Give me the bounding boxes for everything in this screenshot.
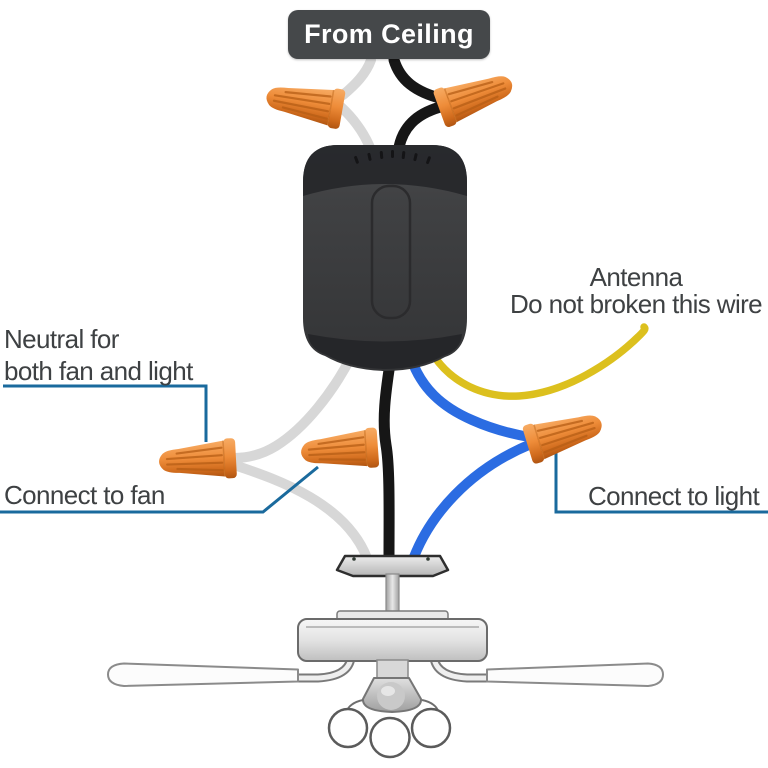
fan-downrod [385,573,400,615]
live-wire-receiver-to-fan [378,351,397,564]
fan-callout-line [0,465,319,514]
antenna-label: Antenna Do not broken this wire [500,264,768,318]
fan-blade-left [107,662,299,687]
neutral-wire-group [229,55,376,563]
connect-to-light-label: Connect to light [588,481,760,511]
live-wire-nut-to-receiver [393,100,450,153]
light-kit-neck [376,659,409,680]
ceiling-fan [107,554,664,759]
neutral-wire-nut-to-fan [229,460,372,563]
wire-nut-ceiling-live [431,63,520,130]
light-wire-fan-to-nut [409,439,536,562]
from-ceiling-label: From Ceiling [288,10,490,59]
neutral-wire-nut-to-receiver [336,102,376,155]
neutral-callout-line [3,384,208,442]
receiver-box [303,145,467,371]
neutral-label-line2: both fan and light [4,356,193,386]
receiver-bottom-band [308,334,462,369]
neutral-label: Neutral for both fan and light [4,323,193,387]
wire-nut-fan [298,426,381,474]
light-callout-line [554,452,768,514]
light-bulb-right [410,707,452,749]
connect-to-fan-label: Connect to fan [4,480,165,510]
fan-motor-housing [297,618,488,662]
wire-nut-neutral [156,436,239,484]
callout-lines [0,384,768,514]
antenna-label-line2: Do not broken this wire [509,289,763,319]
canopy-screw-left [352,557,356,561]
light-bulb-middle [369,716,411,759]
canopy-screw-right [426,557,430,561]
receiver-vents [354,150,431,165]
neutral-wire-ceiling-to-nut [338,55,376,100]
fitter-dome [377,682,405,710]
fitter-dome-highlight [381,686,395,696]
light-wire-receiver-to-nut [406,353,534,442]
light-wire-group [406,353,536,562]
neutral-label-line1: Neutral for [4,324,119,354]
wire-nut-ceiling-neutral [262,75,347,131]
antenna-label-line1: Antenna [589,262,683,292]
wire-nut-light [520,402,609,466]
fan-blade-right [486,662,664,687]
receiver-button-outline [370,184,412,320]
receiver-top-band [303,145,467,196]
receiver-body [303,145,467,371]
neutral-wire-receiver-to-nut [229,352,356,463]
antenna-wire [430,323,649,400]
fan-canopy [335,554,450,578]
light-bulb-left [327,707,369,749]
from-ceiling-text: From Ceiling [304,19,474,49]
